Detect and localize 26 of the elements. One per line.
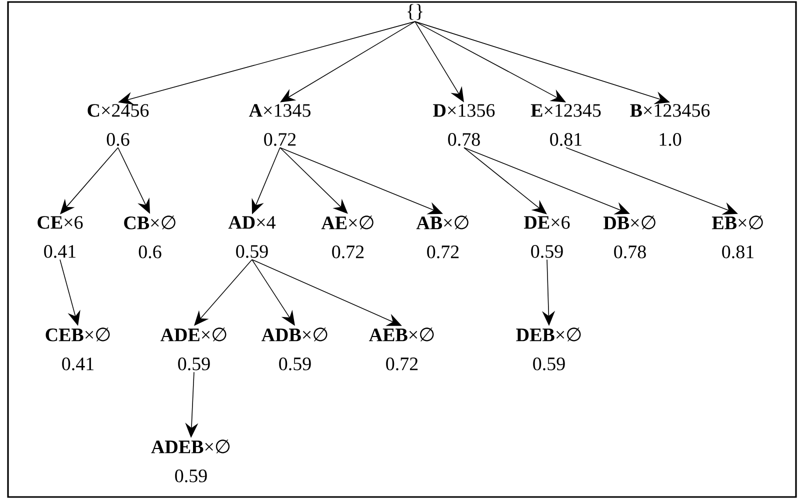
itemset-label: D×1356 0.78 [433, 104, 495, 146]
arrow [60, 147, 118, 214]
itemset-label: {} [408, 4, 422, 20]
itemset-label: DE×6 0.59 [524, 216, 570, 258]
arrow [280, 147, 348, 214]
itemset-label: AE×∅ 0.72 [321, 216, 374, 258]
itemset-label: DB×∅ 0.78 [604, 216, 656, 258]
itemset-label: E×12345 0.81 [530, 104, 601, 146]
itemset-label: DEB×∅ 0.59 [516, 328, 581, 370]
itemset-label: CB×∅ 0.6 [124, 216, 176, 258]
itemset-label: ADB×∅ 0.59 [262, 328, 328, 370]
itemset-label: AD×4 0.59 [228, 216, 276, 258]
itemset-label: CEB×∅ 0.41 [46, 328, 110, 370]
itemset-label: ADE×∅ 0.59 [160, 328, 226, 370]
itemset-label: C×2456 0.6 [88, 104, 149, 146]
arrow [280, 21, 416, 102]
itemset-label: ADEB×∅ 0.59 [151, 440, 230, 482]
arrow [194, 259, 252, 326]
itemset-label: EB×∅ 0.81 [712, 216, 763, 258]
itemset-label: B×123456 1.0 [630, 104, 710, 146]
itemset-label: AB×∅ 0.72 [416, 216, 468, 258]
arrow [464, 147, 547, 214]
itemset-label: CE×6 0.41 [38, 216, 83, 258]
arrow [414, 21, 566, 102]
itemset-label: A×1345 0.72 [248, 104, 310, 146]
itemset-label: AEB×∅ 0.72 [369, 328, 434, 370]
